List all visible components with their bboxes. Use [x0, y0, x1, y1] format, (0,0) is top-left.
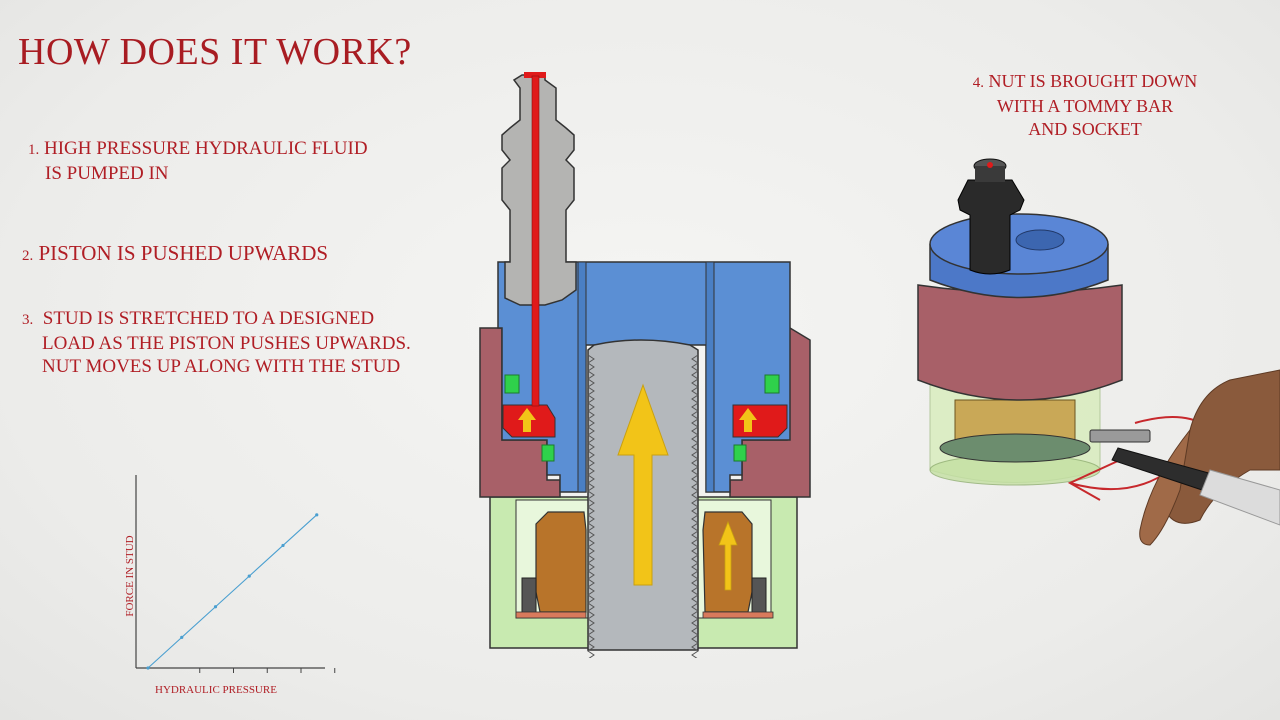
step-4-line-2: WITH A TOMMY BAR: [996, 96, 1174, 116]
data-point: [146, 666, 150, 670]
washer-3d: [939, 433, 1091, 463]
nut-up-arrow: [718, 520, 738, 591]
stud-thread-right: [691, 354, 699, 658]
fitting-3d-neck: [975, 166, 1005, 182]
shim-left: [515, 611, 587, 619]
force-pressure-chart: [135, 475, 336, 673]
fluid-channel: [531, 75, 540, 407]
seal-lower-left: [541, 444, 555, 462]
chart-ticks: [199, 668, 336, 673]
step-4-number: 4.: [972, 75, 984, 91]
step-1-line-2: IS PUMPED IN: [45, 163, 169, 184]
step-3-line-2: LOAD AS THE PISTON PUSHES UPWARDS.: [42, 333, 411, 354]
step-4-line-3: AND SOCKET: [1028, 119, 1142, 139]
data-point: [247, 574, 251, 578]
x-axis-label: HYDRAULIC PRESSURE: [155, 684, 277, 696]
chamber-arrow-left: [518, 408, 536, 432]
step-1-line-1: HIGH PRESSURE HYDRAULIC FLUID: [44, 138, 368, 159]
series-line: [147, 514, 318, 669]
fitting-cap: [524, 72, 546, 78]
step-3-line-1: STUD IS STRETCHED TO A DESIGNED: [42, 308, 375, 329]
seal-upper-left: [504, 374, 520, 394]
step-4-line-1: NUT IS BROUGHT DOWN: [988, 71, 1198, 91]
chart-axes: [135, 475, 325, 669]
data-point: [213, 605, 218, 609]
step-3-text: 3. STUD IS STRETCHED TO A DESIGNED LOAD …: [22, 307, 411, 378]
step-1-text: 1. HIGH PRESSURE HYDRAULIC FLUID IS PUMP…: [28, 137, 368, 185]
step-2-number: 2.: [22, 248, 34, 264]
stud-up-arrow: [617, 383, 669, 586]
piston-bore-left: [577, 261, 587, 493]
piston-bore-right: [705, 261, 715, 493]
chamber-arrow-right: [739, 408, 757, 432]
step-3-line-3: NUT MOVES UP ALONG WITH THE STUD: [42, 356, 401, 377]
step-3-number: 3.: [22, 312, 34, 328]
tensioner-cross-section: [479, 72, 811, 658]
piston-3d-hole: [1015, 229, 1065, 251]
fitting-3d: [957, 179, 1025, 275]
pen-barrel: [1199, 469, 1280, 526]
y-axis-label: FORCE IN STUD: [124, 535, 136, 617]
housing-3d: [917, 284, 1123, 401]
fitting-3d-red-dot: [987, 162, 993, 168]
tommy-bar: [1089, 429, 1151, 443]
data-point: [315, 513, 319, 517]
step-2-line-1: PISTON IS PUSHED UPWARDS: [38, 241, 329, 265]
step-1-number: 1.: [28, 142, 40, 158]
shim-right: [702, 611, 774, 619]
tensioner-3d-view: [917, 158, 1280, 546]
fluid-chamber-right: [732, 404, 788, 438]
data-point: [180, 635, 184, 639]
nut-left: [535, 511, 587, 613]
stud-thread-left: [587, 354, 595, 658]
seal-lower-right: [733, 444, 747, 462]
series-points: [146, 513, 319, 670]
step-4-text: 4. NUT IS BROUGHT DOWN WITH A TOMMY BAR …: [945, 70, 1225, 141]
data-point: [281, 543, 285, 548]
step-2-text: 2. PISTON IS PUSHED UPWARDS: [22, 242, 328, 268]
seal-upper-right: [764, 374, 780, 394]
page-title: HOW DOES IT WORK?: [18, 31, 412, 73]
